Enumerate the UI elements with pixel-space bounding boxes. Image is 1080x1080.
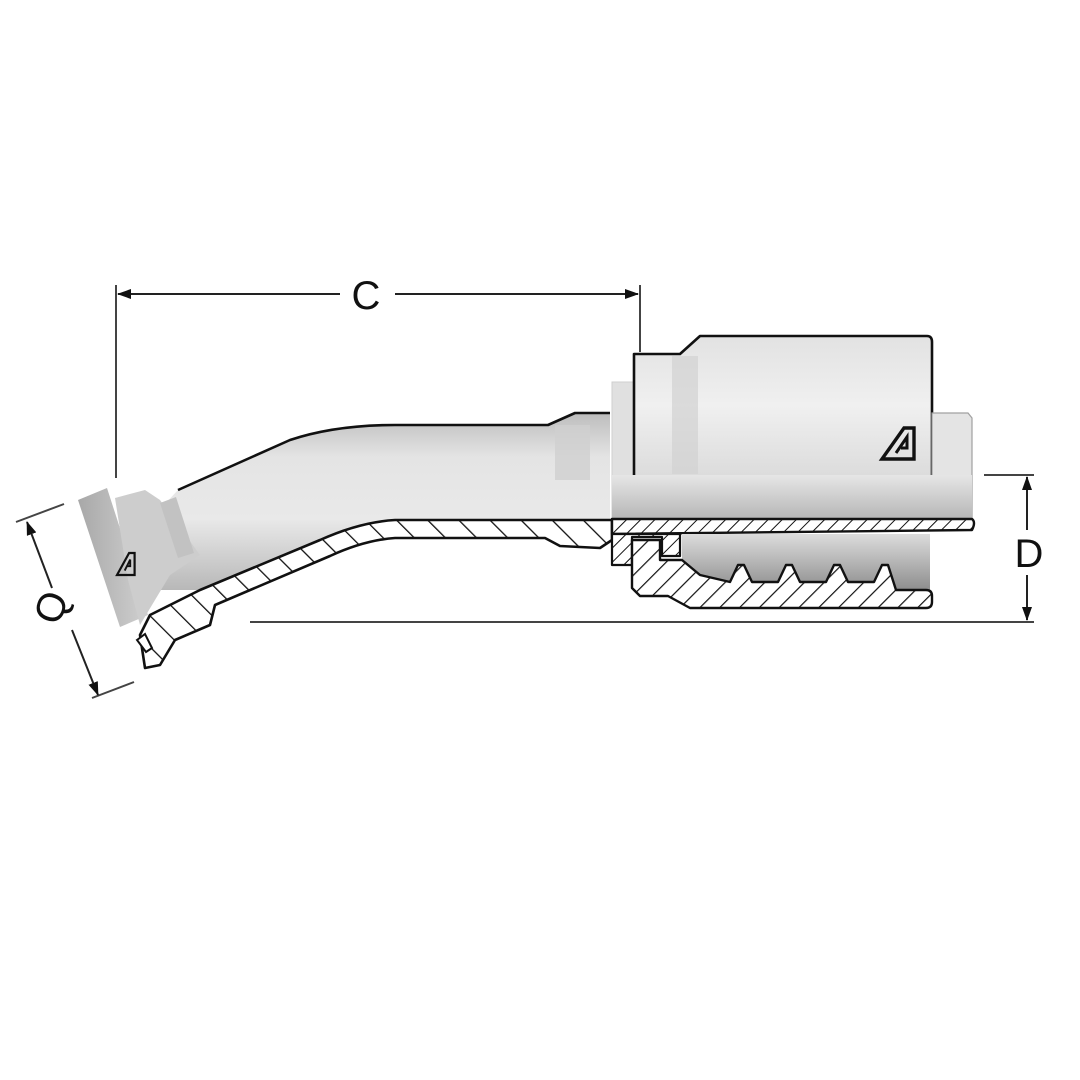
dimension-q-line-top [26,521,53,589]
ferrule-outline [632,334,934,475]
flange-groove [135,632,154,654]
dimension-q-line-bottom [71,629,99,696]
dimension-q-extension-bottom [91,681,135,699]
ferrule-shoulder-section [610,532,682,567]
dimension-d-label: D [1015,532,1044,576]
tube-wall-section [138,518,614,670]
tube-shade-band [555,425,590,480]
dimension-q-label: Q [26,585,78,629]
dimension-c-label: C [352,274,381,318]
dimension-q-extension-top [15,503,65,523]
ferrule-brand-logo-icon [878,426,916,461]
flange-collar [115,490,200,625]
ferrule-barb-section [630,538,934,610]
bent-tube-top-edge [177,411,610,492]
flange-head [78,488,148,627]
fitting-body [78,334,976,670]
flange-brand-logo-icon [115,551,136,577]
ferrule-body [634,336,932,475]
insert-wall-section [610,517,976,536]
dimension-c: C [115,274,641,478]
flange-shade [160,497,194,558]
ferrule-shade [672,356,698,474]
dimension-d: D [250,474,1044,623]
bent-tube [150,413,610,590]
ferrule-lower-band [612,475,972,520]
